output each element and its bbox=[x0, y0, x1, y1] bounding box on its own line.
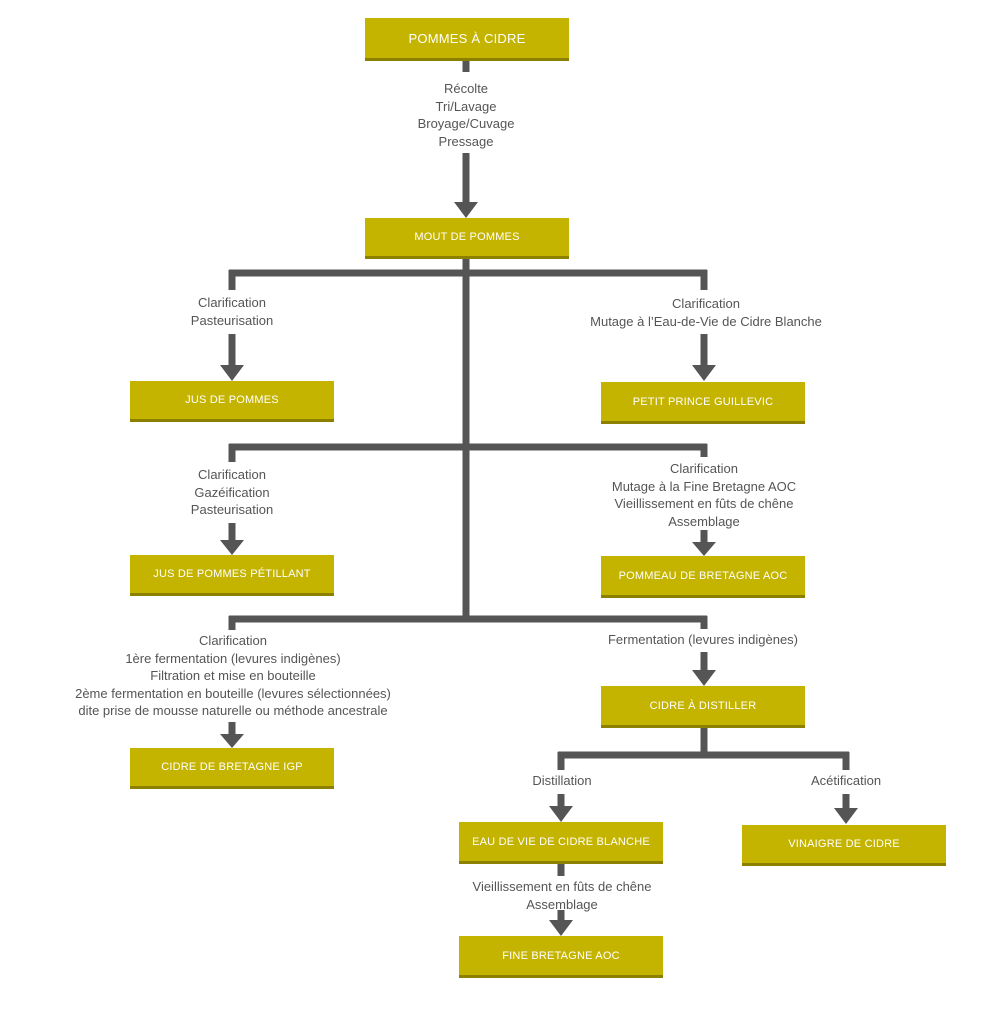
step-line: Vieillissement en fûts de chêne bbox=[614, 496, 794, 511]
step-line: Acétification bbox=[810, 773, 882, 788]
arrowhead-vinaigre bbox=[834, 808, 858, 824]
steps-to-vinaigre: Acétification bbox=[811, 772, 881, 790]
node-vinaigre-de-cidre: VINAIGRE DE CIDRE bbox=[742, 825, 946, 863]
arrowhead-igp bbox=[220, 734, 244, 748]
node-pommeau-de-bretagne: POMMEAU DE BRETAGNE AOC bbox=[601, 556, 805, 595]
steps-to-jus-de-pommes: Clarification Pasteurisation bbox=[191, 294, 273, 329]
step-line: Pasteurisation bbox=[190, 502, 274, 517]
node-jus-de-pommes-petillant: JUS DE POMMES PÉTILLANT bbox=[130, 555, 334, 593]
node-fine-bretagne-aoc: FINE BRETAGNE AOC bbox=[459, 936, 663, 975]
step-line: Assemblage bbox=[526, 896, 598, 912]
step-line: Distillation bbox=[532, 773, 592, 788]
steps-to-petit-prince: Clarification Mutage à l’Eau-de-Vie de C… bbox=[590, 295, 822, 330]
steps-to-jus-petillant: Clarification Gazéification Pasteurisati… bbox=[191, 466, 273, 519]
step-line: Fermentation (levures indigènes) bbox=[607, 632, 799, 647]
step-line: Pressage bbox=[438, 133, 494, 149]
node-mout-de-pommes: MOUT DE POMMES bbox=[365, 218, 569, 256]
step-line: Mutage à la Fine Bretagne AOC bbox=[611, 478, 797, 494]
step-line: Clarification bbox=[198, 467, 266, 482]
arrowhead-petit-prince bbox=[692, 365, 716, 381]
step-line: Clarification bbox=[670, 461, 738, 476]
arrowhead-jus bbox=[220, 365, 244, 381]
arrowhead-pommeau bbox=[692, 542, 716, 556]
step-line: Récolte bbox=[443, 81, 489, 96]
step-line: Tri/Lavage bbox=[435, 98, 497, 114]
arrowhead-mout bbox=[454, 202, 478, 218]
step-line: Clarification bbox=[672, 296, 740, 311]
step-line: Vieillissement en fûts de chêne bbox=[472, 879, 652, 894]
step-line: Clarification bbox=[198, 295, 266, 310]
node-pommes-a-cidre: POMMES À CIDRE bbox=[365, 18, 569, 58]
node-eau-de-vie-de-cidre-blanche: EAU DE VIE DE CIDRE BLANCHE bbox=[459, 822, 663, 861]
steps-to-fine-bretagne: Vieillissement en fûts de chêne Assembla… bbox=[473, 878, 652, 913]
step-line: dite prise de mousse naturelle ou méthod… bbox=[78, 703, 388, 718]
step-line: Pasteurisation bbox=[190, 312, 274, 328]
node-cidre-a-distiller: CIDRE À DISTILLER bbox=[601, 686, 805, 725]
steps-to-cidre-igp: Clarification 1ère fermentation (levures… bbox=[75, 632, 391, 720]
step-line: Mutage à l’Eau-de-Vie de Cidre Blanche bbox=[590, 313, 822, 329]
step-line: Clarification bbox=[199, 633, 267, 648]
step-line: Filtration et mise en bouteille bbox=[150, 668, 316, 683]
steps-to-cidre-a-distiller: Fermentation (levures indigènes) bbox=[608, 631, 798, 649]
node-jus-de-pommes: JUS DE POMMES bbox=[130, 381, 334, 419]
node-cidre-de-bretagne-igp: CIDRE DE BRETAGNE IGP bbox=[130, 748, 334, 786]
step-line: Gazéification bbox=[194, 484, 270, 500]
step-line: 1ère fermentation (levures indigènes) bbox=[125, 650, 341, 666]
node-petit-prince-guillevic: PETIT PRINCE GUILLEVIC bbox=[601, 382, 805, 421]
step-line: 2ème fermentation en bouteille (levures … bbox=[75, 685, 391, 701]
steps-to-pommeau: Clarification Mutage à la Fine Bretagne … bbox=[612, 460, 796, 530]
step-line: Broyage/Cuvage bbox=[417, 116, 515, 131]
arrowhead-eau-de-vie bbox=[549, 806, 573, 822]
arrowhead-fine bbox=[549, 920, 573, 936]
step-line: Assemblage bbox=[668, 513, 740, 529]
steps-pommes-to-mout: Récolte Tri/Lavage Broyage/Cuvage Pressa… bbox=[418, 80, 515, 150]
arrowhead-distiller bbox=[692, 670, 716, 686]
arrowhead-jus-petillant bbox=[220, 540, 244, 555]
steps-to-eau-de-vie: Distillation bbox=[532, 772, 591, 790]
